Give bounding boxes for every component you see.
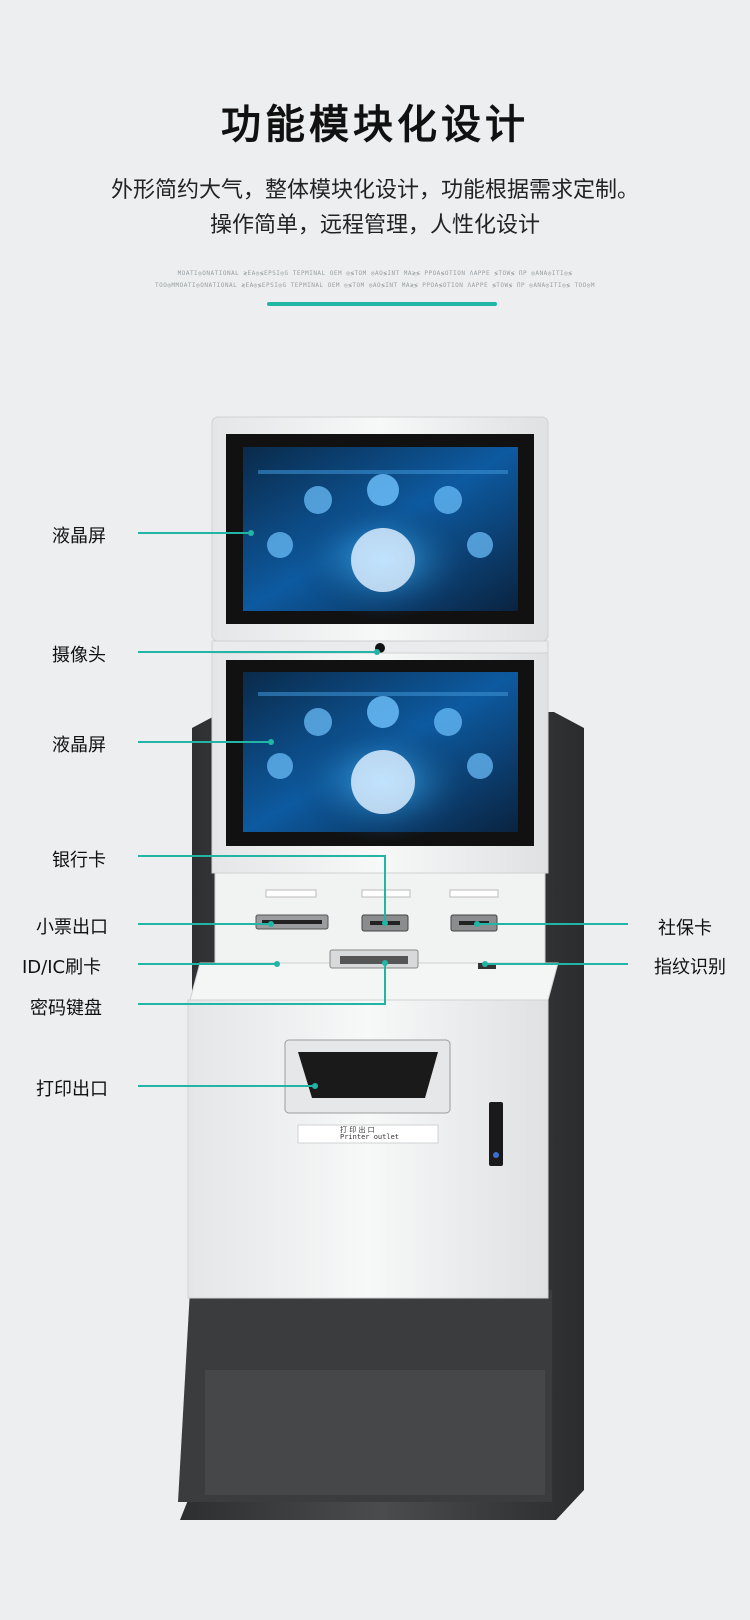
page-title: 功能模块化设计: [221, 102, 529, 148]
dot-social-security-card: [474, 921, 480, 927]
bottom-lcd-screen: [243, 672, 518, 842]
dot-id-ic-card: [274, 961, 280, 967]
label-lcd-top: 液晶屏: [52, 526, 106, 547]
label-camera: 摄像头: [52, 645, 106, 666]
leader-id-ic-card: [138, 963, 276, 965]
leader-lcd-top: [138, 532, 250, 534]
label-lcd-bottom: 液晶屏: [52, 735, 106, 756]
printer-icon: [298, 1052, 438, 1098]
desk-shelf: [189, 962, 559, 1001]
print-outlet-plate-en: Printer outlet: [340, 1133, 400, 1141]
dot-camera: [374, 649, 380, 655]
leader-password-keyboard-h: [138, 1003, 386, 1005]
leader-camera: [138, 651, 376, 653]
accent-bar: [267, 302, 497, 306]
label-fingerprint: 指纹识别: [654, 957, 726, 978]
dot-print-outlet: [312, 1083, 318, 1089]
label-password-keyboard: 密码键盘: [30, 998, 102, 1019]
dot-receipt-outlet: [268, 921, 274, 927]
leader-fingerprint: [484, 963, 628, 965]
label-social-security-card: 社保卡: [658, 918, 712, 939]
label-receipt-outlet: 小票出口: [36, 917, 108, 938]
dot-bank-card: [382, 920, 388, 926]
leader-social-security-card: [476, 923, 628, 925]
subtitle-line-2: 操作简单，远程管理，人性化设计: [209, 213, 540, 238]
leader-bank-card-h: [138, 855, 386, 857]
decorative-text-line-2: TOO◎MMOATI◎ONATIONAL ≷EA◎≶EPSI◎G TEPMINA…: [154, 282, 596, 289]
base-highlight: [205, 1370, 545, 1495]
label-print-outlet: 打印出口: [36, 1079, 108, 1100]
leader-lcd-bottom: [138, 741, 270, 743]
print-outlet-plate-cn: 打 印 出 口: [340, 1126, 375, 1134]
leader-password-keyboard-v: [384, 962, 386, 1005]
leader-receipt-outlet: [138, 923, 270, 925]
dot-fingerprint: [482, 961, 488, 967]
label-bank-card: 银行卡: [52, 850, 106, 871]
print-outlet-plate: [297, 1124, 439, 1144]
dot-lcd-top: [248, 530, 254, 536]
subtitle-line-1: 外形简约大气，整体模块化设计，功能根据需求定制。: [110, 178, 639, 203]
dot-lcd-bottom: [268, 739, 274, 745]
label-id-ic-card: ID/IC刷卡: [22, 957, 102, 978]
dot-password-keyboard: [382, 960, 388, 966]
leader-bank-card-v: [384, 855, 386, 923]
side-lock: [489, 1102, 503, 1166]
leader-print-outlet: [138, 1085, 314, 1087]
top-lcd-screen: [243, 447, 518, 620]
decorative-text-line-1: MOATI◎ONATIONAL ≷EA◎≶EPSI◎G TEPMINAL OEM…: [177, 270, 573, 277]
